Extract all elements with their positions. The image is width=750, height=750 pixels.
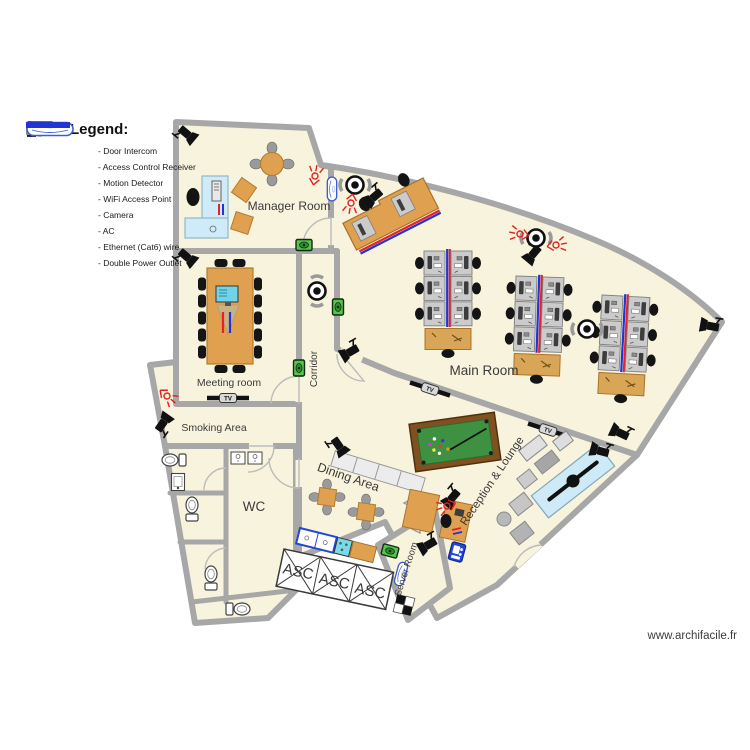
smoking-area-label: Smoking Area	[181, 422, 247, 434]
legend-row-door-intercom: - Door Intercom	[26, 121, 196, 156]
legend: Legend: - Door Intercom - Access Control…	[26, 121, 196, 274]
svg-text:TV: TV	[425, 386, 434, 394]
wc-label: WC	[243, 499, 266, 514]
legend-row-power-outlet: - Double Power Outlet	[26, 122, 196, 268]
access-control-receiver-icon	[292, 359, 306, 377]
legend-label: - Access Control Receiver	[98, 162, 196, 172]
reception-bench	[530, 443, 616, 519]
legend-label: - Ethernet (Cat6) wire	[98, 242, 180, 252]
access-control-receiver-icon	[295, 238, 313, 252]
access-control-receiver-icon	[331, 298, 345, 316]
toilet-4	[225, 602, 251, 616]
legend-title: Legend:	[70, 121, 129, 138]
wc-partitions	[167, 443, 299, 605]
main-tv-1: TV	[409, 378, 452, 400]
main-angled-desk	[342, 173, 442, 255]
meeting-tv: TV	[207, 394, 249, 403]
toilet-2	[185, 496, 199, 522]
manager-guest-chairs	[230, 176, 258, 235]
legend-label: - WiFi Access Point	[98, 194, 172, 204]
legend-label: - Camera	[98, 210, 134, 220]
stove	[333, 536, 354, 558]
meeting-table	[198, 259, 262, 373]
elevator-label-1: ASC	[281, 560, 315, 583]
reception-desk	[401, 488, 474, 543]
double-power-outlet-icon	[26, 122, 70, 128]
corridor-label: Corridor	[309, 350, 320, 387]
legend-row-ethernet: - Ethernet (Cat6) wire	[26, 122, 196, 252]
legend-row-wifi: - WiFi Access Point	[26, 121, 196, 204]
legend-label: - AC	[98, 226, 115, 236]
main-room-label: Main Room	[449, 363, 518, 378]
wc-sink-1	[170, 472, 186, 492]
elevator-label-3: ASC	[353, 580, 387, 603]
lounge-sofas	[496, 430, 575, 546]
legend-row-motion-detector: - Motion Detector	[26, 121, 196, 188]
manager-desk	[184, 175, 229, 239]
office-chair	[186, 188, 200, 206]
watermark: www.archifacile.fr	[647, 630, 737, 642]
svg-text:TV: TV	[224, 396, 232, 402]
elevator-label-2: ASC	[317, 570, 351, 593]
legend-label: - Double Power Outlet	[98, 258, 182, 268]
toilet-3	[204, 565, 218, 591]
toilet-1	[161, 453, 187, 467]
kitchen-counter	[294, 526, 378, 564]
pool-table	[408, 411, 502, 473]
legend-row-access-control: - Access Control Receiver	[26, 121, 196, 172]
legend-row-ac: - AC	[26, 121, 196, 236]
manager-round-table	[249, 141, 295, 187]
server-rack	[392, 594, 416, 616]
wc-sink-3	[247, 451, 263, 465]
main-tv-2: TV	[527, 419, 570, 441]
dining-counter	[330, 449, 426, 495]
wc-sink-2	[230, 451, 246, 465]
legend-row-camera: - Camera	[26, 122, 196, 220]
svg-text:TV: TV	[543, 427, 552, 435]
legend-label: - Motion Detector	[98, 178, 164, 188]
legend-label: - Door Intercom	[98, 146, 158, 156]
manager-room-label: Manager Room	[248, 199, 331, 213]
desk-cluster-1	[415, 249, 481, 358]
meeting-room-label: Meeting room	[197, 377, 261, 389]
elevator-block: ASC ASC ASC	[275, 548, 395, 611]
